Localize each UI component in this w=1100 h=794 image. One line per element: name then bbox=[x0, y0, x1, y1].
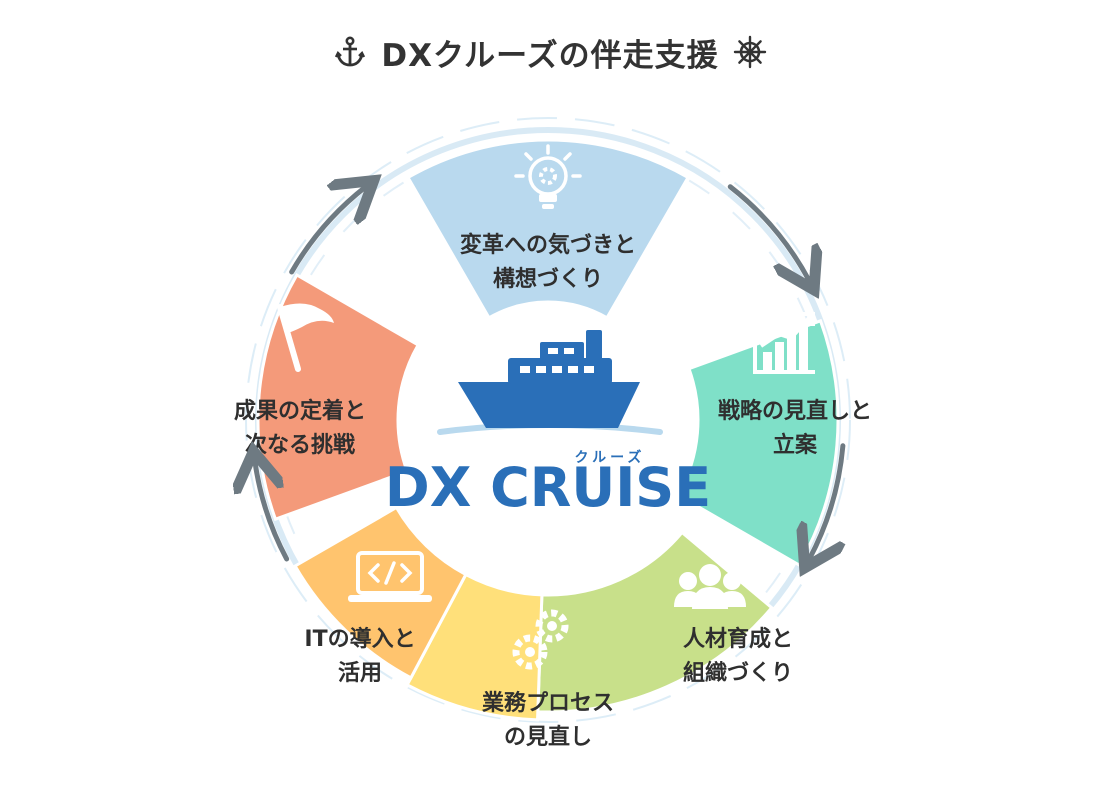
anchor-icon bbox=[335, 36, 366, 67]
cycle-arrow bbox=[289, 187, 366, 275]
cycle-arrow bbox=[809, 443, 843, 559]
title-row: DXクルーズの伴走支援 bbox=[0, 22, 1100, 82]
cycle-segments: 変革への気づきと構想づくり戦略の見直しと立案人材育成と組織づくり業務プロセスの見… bbox=[234, 138, 872, 750]
flag-icon bbox=[277, 303, 334, 372]
segment-strategy-label: 戦略の見直しと bbox=[718, 398, 872, 424]
segment-strategy-label: 立案 bbox=[773, 432, 818, 458]
ship-wheel-icon bbox=[733, 35, 766, 69]
segment-results-label: 次なる挑戦 bbox=[245, 432, 356, 458]
segment-process-shape bbox=[405, 572, 544, 722]
segment-process-label: 業務プロセス bbox=[482, 690, 614, 716]
cycle-arrows bbox=[255, 187, 843, 559]
cycle-arrow bbox=[255, 461, 290, 562]
cycle-arrow bbox=[727, 184, 809, 281]
water-ring-wave bbox=[245, 117, 851, 723]
cruise-ship-icon bbox=[437, 330, 663, 435]
segment-process-label: の見直し bbox=[504, 724, 592, 750]
segment-people-label: 人材育成と bbox=[683, 626, 793, 652]
growth-chart-icon bbox=[753, 312, 815, 374]
dx-cruise-logo: クルーズ DX CRUISE bbox=[385, 330, 711, 519]
segment-awareness-shape bbox=[405, 138, 691, 320]
segment-it-label: ITの導入と bbox=[304, 626, 415, 652]
team-icon bbox=[674, 564, 746, 609]
page-title: DXクルーズの伴走支援 bbox=[381, 37, 719, 74]
logo-title: DX CRUISE bbox=[385, 456, 711, 519]
gears-icon bbox=[512, 609, 569, 670]
segment-results-label: 成果の定着と bbox=[234, 398, 366, 424]
segment-awareness-label: 構想づくり bbox=[493, 266, 603, 292]
lightbulb-gear-icon bbox=[514, 144, 582, 209]
segment-it-label: 活用 bbox=[338, 661, 382, 686]
segment-people-label: 組織づくり bbox=[683, 660, 793, 686]
segment-awareness-label: 変革への気づきと bbox=[460, 232, 636, 258]
logo-subtitle: クルーズ bbox=[575, 449, 646, 466]
laptop-code-icon bbox=[348, 551, 432, 602]
